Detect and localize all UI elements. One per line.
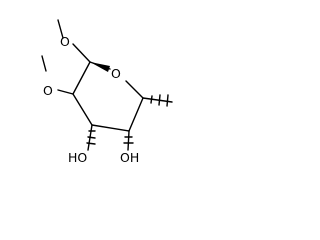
c5-to-c4-bond [128,97,144,132]
c2-to-c1-bond [72,61,91,95]
methoxy-oxygen-left-label: O [43,83,53,98]
methyl-to-o-top-bond [57,19,64,39]
c5-hash-3 [166,94,169,107]
o-top-to-c1-bond [72,43,91,63]
chemical-structure-diagram: O O O HO OH [41,19,173,165]
c5-hash-2 [158,94,161,106]
hydroxyl-right-label: OH [120,150,139,165]
ring-oxygen-label: O [111,66,121,81]
ring-o-to-c5-bond [125,80,144,99]
c3-to-c2-bond [72,93,93,126]
o-left-to-methyl-bond [41,55,47,72]
hydroxyl-left-label: HO [68,150,87,165]
c4-to-oh-right-bond [127,130,130,151]
c3-hash-2 [87,136,96,139]
c1-wedge-bond [90,62,110,72]
c5-hash-1 [150,95,153,104]
methoxy-oxygen-top-label: O [60,34,70,49]
c3-hash-3 [86,142,96,145]
c2-to-o-left-bond [57,89,74,95]
c4-to-c3-bond [91,124,130,132]
